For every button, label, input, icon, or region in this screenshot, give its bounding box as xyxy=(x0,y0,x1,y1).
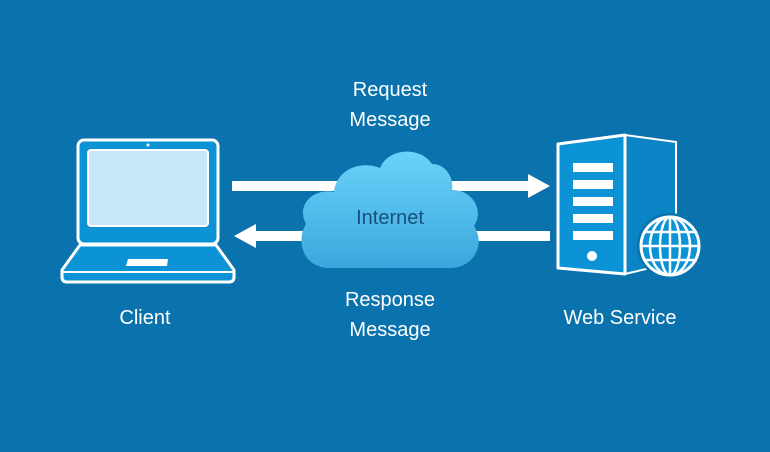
internet-label: Internet xyxy=(356,207,424,229)
drive-bay xyxy=(573,180,613,189)
server-power-led xyxy=(587,251,597,261)
request-label-line2: Message xyxy=(349,109,431,131)
response-message-label: Response Message xyxy=(300,285,480,345)
response-label-line2: Message xyxy=(349,319,431,341)
drive-bay xyxy=(573,197,613,206)
laptop-icon xyxy=(60,138,236,284)
response-label-line1: Response xyxy=(344,289,436,311)
globe-icon xyxy=(637,213,703,279)
request-arrow-head xyxy=(528,174,550,198)
request-label-line1: Request xyxy=(352,79,428,101)
client-label: Client xyxy=(119,307,171,329)
laptop-camera xyxy=(146,143,150,147)
laptop-screen xyxy=(87,149,209,227)
drive-bay xyxy=(573,214,613,223)
response-arrow-head xyxy=(234,224,256,248)
web-service-label: Web Service xyxy=(563,307,677,329)
server-drive-bays xyxy=(573,163,613,240)
request-message-label: Request Message xyxy=(300,75,480,135)
cloud-shape xyxy=(301,151,479,268)
server-icon xyxy=(556,133,677,276)
drive-bay xyxy=(573,231,613,240)
drive-bay xyxy=(573,163,613,172)
cloud-icon xyxy=(301,151,479,268)
laptop-touchpad xyxy=(126,259,168,266)
